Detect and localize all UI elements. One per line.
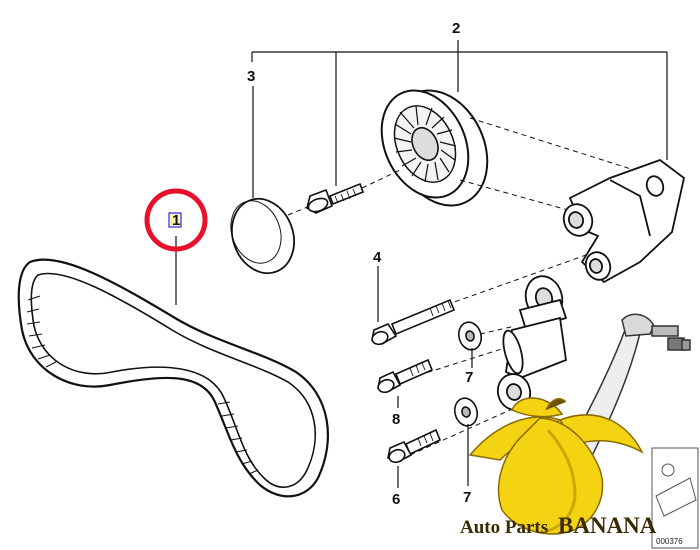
brand-watermark: Auto Parts BANANA bbox=[460, 513, 657, 538]
banana-logo-icon bbox=[468, 397, 644, 535]
callout-bolt-mid[interactable]: 8 bbox=[392, 411, 400, 428]
brand-name: BANANA bbox=[558, 513, 657, 538]
pulley-cap bbox=[230, 197, 295, 275]
long-bolt bbox=[371, 298, 456, 346]
image-code-box: 000376 bbox=[651, 447, 699, 549]
highlight-ring bbox=[144, 188, 208, 252]
bolt-mid bbox=[377, 358, 434, 394]
washer-lower bbox=[453, 397, 479, 427]
callout-washer-upper[interactable]: 7 bbox=[465, 369, 473, 386]
washer-upper bbox=[457, 321, 483, 351]
drive-belt bbox=[17, 258, 329, 498]
leader-lines bbox=[175, 40, 668, 488]
callout-belt[interactable]: 1 bbox=[172, 212, 180, 229]
idler-pulley bbox=[380, 89, 489, 207]
brand-prefix: Auto Parts bbox=[460, 517, 548, 538]
callout-cap[interactable]: 3 bbox=[247, 68, 255, 85]
bolt-lower bbox=[387, 428, 442, 464]
callout-washer-lower[interactable]: 7 bbox=[463, 489, 471, 506]
callout-long-bolt[interactable]: 4 bbox=[373, 249, 382, 266]
pulley-bolt bbox=[306, 182, 365, 214]
callout-pulley-group[interactable]: 2 bbox=[452, 20, 460, 37]
belt-label-box bbox=[168, 212, 182, 228]
callout-bolt-lower[interactable]: 6 bbox=[392, 491, 400, 508]
image-code: 000376 bbox=[656, 537, 683, 546]
tensioner-bracket bbox=[562, 158, 686, 284]
tensioner-damper bbox=[496, 275, 568, 411]
